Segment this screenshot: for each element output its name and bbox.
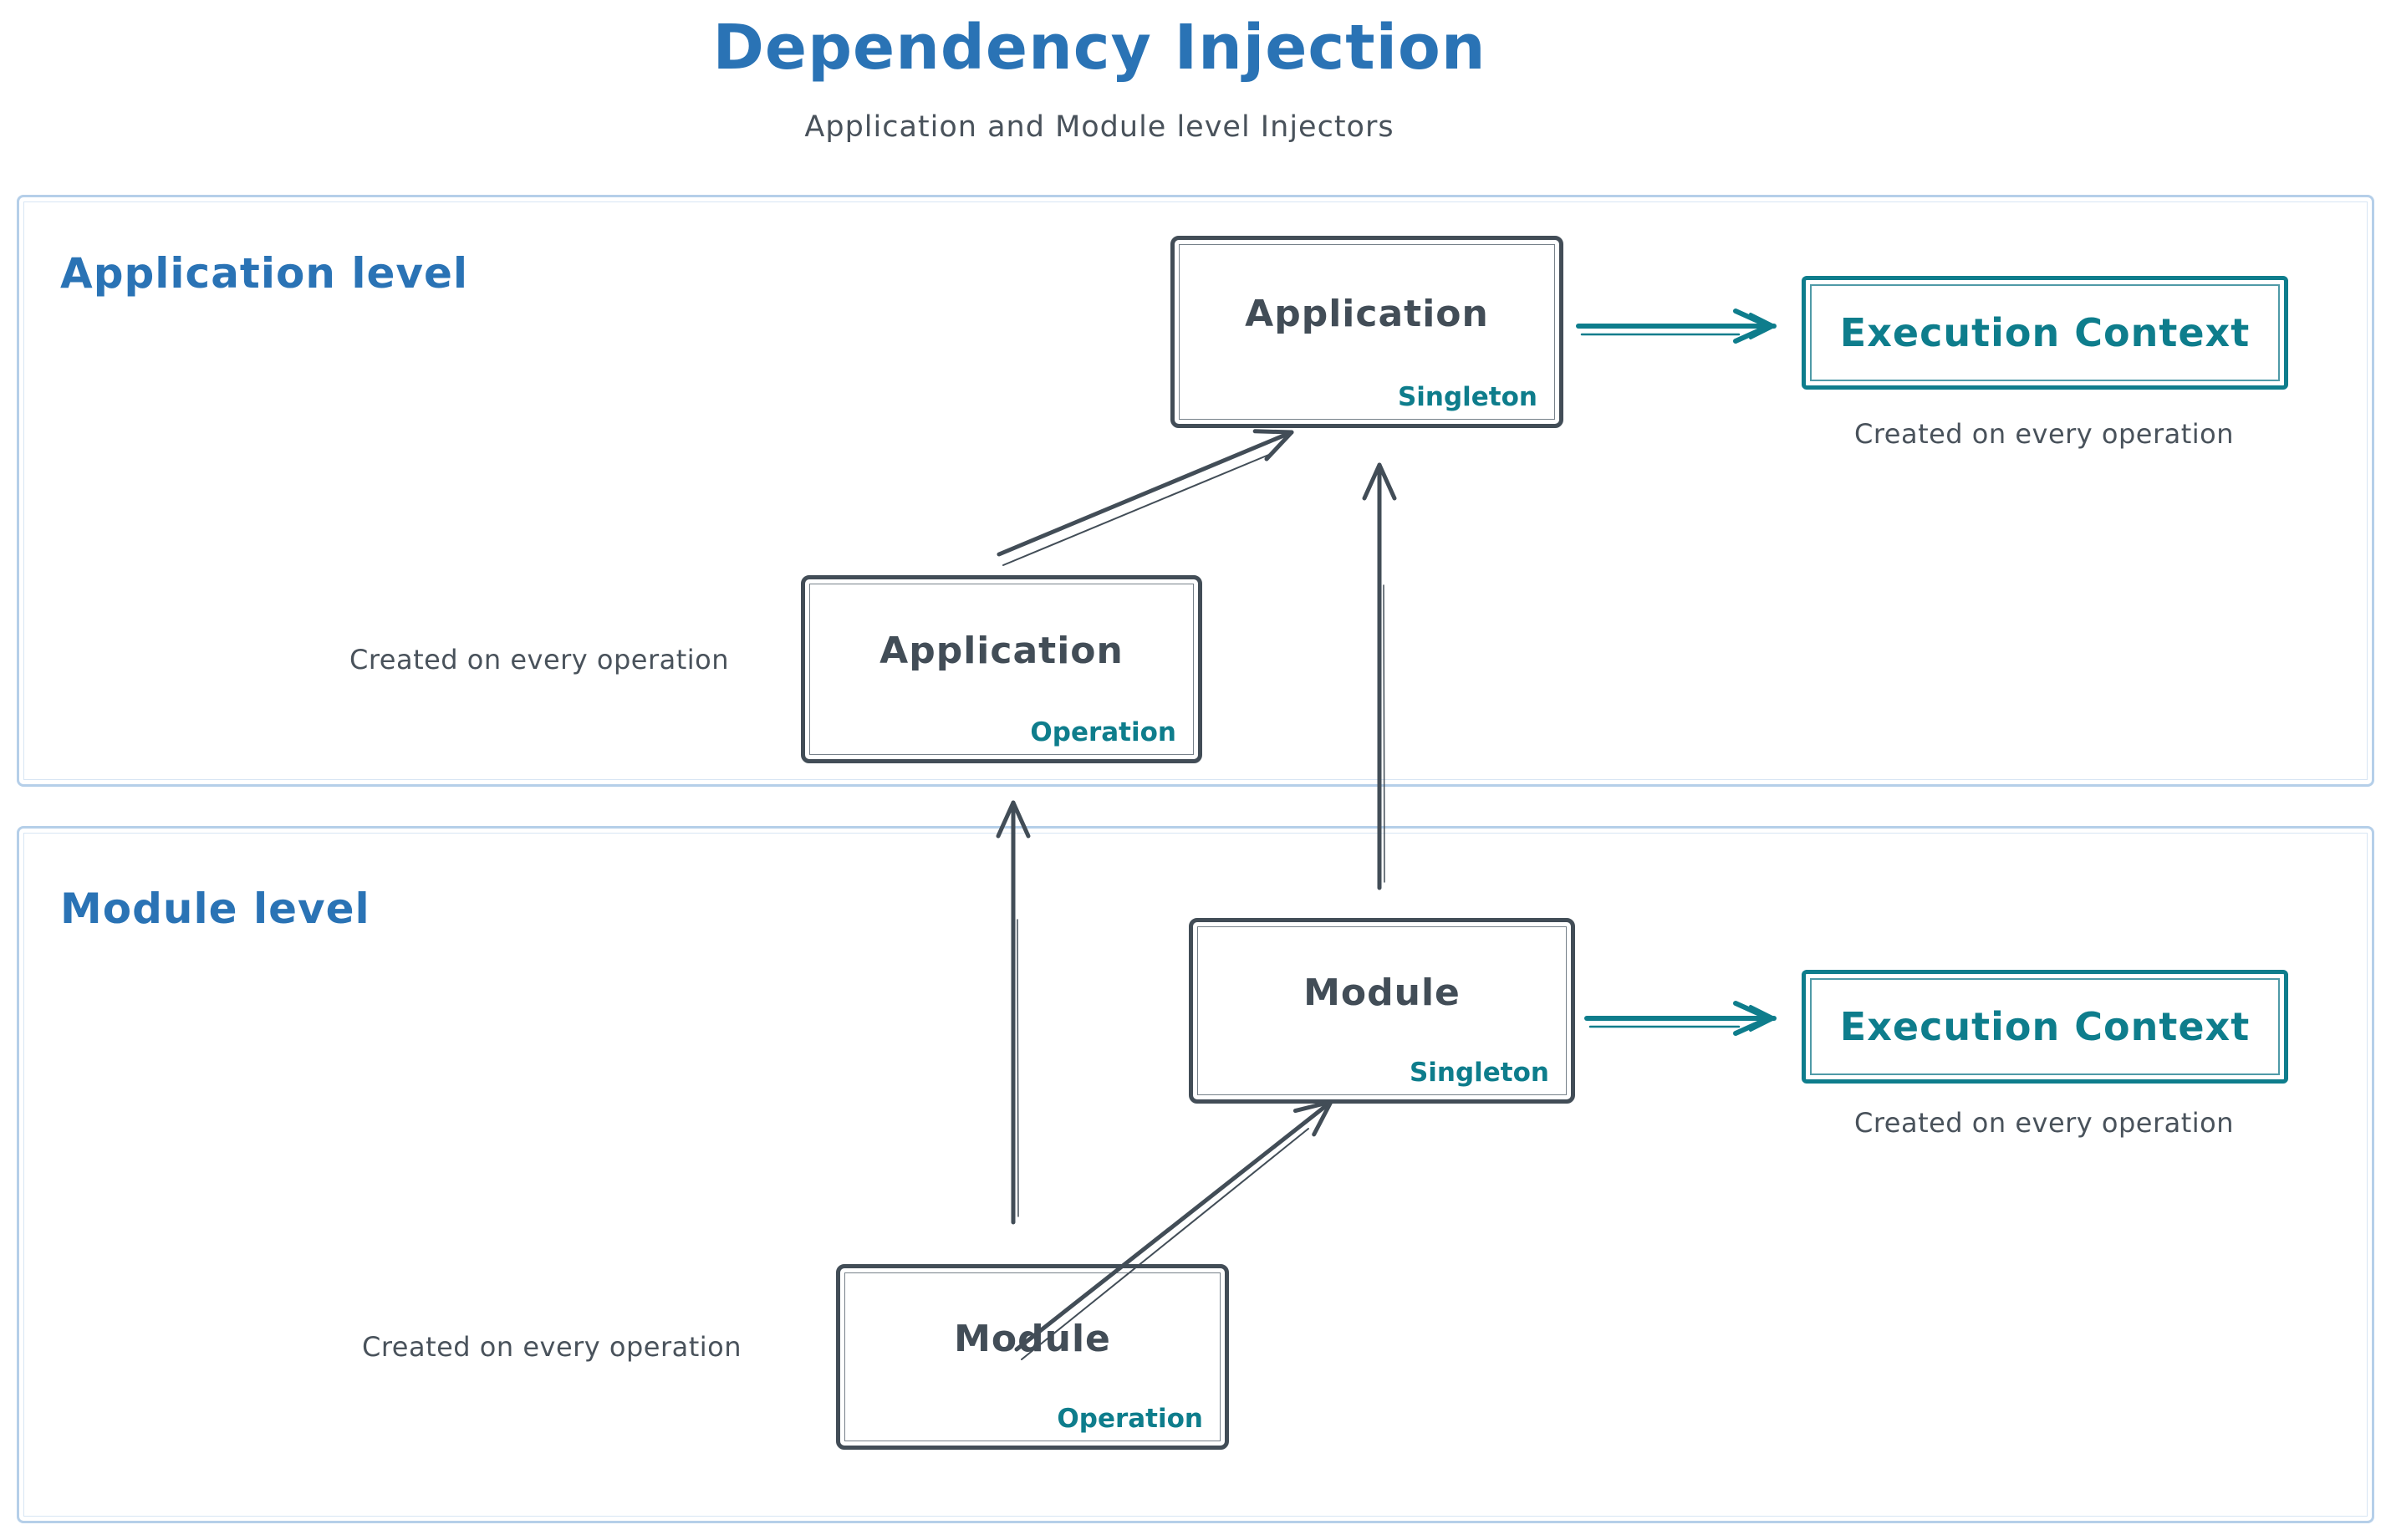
module-operation-sublabel: Operation: [1057, 1404, 1203, 1434]
diagram-title: Dependency Injection: [712, 12, 1486, 84]
module-singleton-sublabel: Singleton: [1409, 1058, 1549, 1088]
module-level-container: [17, 826, 2374, 1523]
application-singleton-label: Application: [1245, 292, 1489, 335]
application-operation-box: Application Operation: [801, 575, 1202, 763]
execution-context-app-label: Execution Context: [1839, 310, 2251, 355]
application-operation-label: Application: [879, 630, 1124, 672]
application-singleton-box: Application Singleton: [1170, 236, 1563, 428]
diagram-subtitle: Application and Module level Injectors: [804, 110, 1394, 144]
execution-context-module-label: Execution Context: [1839, 1004, 2251, 1049]
execution-context-module-note: Created on every operation: [1853, 1107, 2235, 1139]
application-level-container: [17, 195, 2374, 787]
module-operation-label: Module: [954, 1317, 1111, 1360]
module-singleton-label: Module: [1303, 971, 1461, 1014]
application-level-label: Application level: [60, 249, 469, 298]
module-singleton-box: Module Singleton: [1189, 918, 1575, 1104]
application-operation-note: Created on every operation: [349, 644, 730, 676]
execution-context-app-box: Execution Context: [1802, 276, 2288, 390]
execution-context-app-note: Created on every operation: [1853, 418, 2235, 450]
application-operation-sublabel: Operation: [1030, 717, 1176, 747]
application-singleton-sublabel: Singleton: [1397, 382, 1537, 412]
module-operation-box: Module Operation: [836, 1264, 1229, 1450]
module-level-label: Module level: [60, 885, 370, 933]
execution-context-module-box: Execution Context: [1802, 970, 2288, 1084]
module-operation-note: Created on every operation: [361, 1331, 742, 1363]
